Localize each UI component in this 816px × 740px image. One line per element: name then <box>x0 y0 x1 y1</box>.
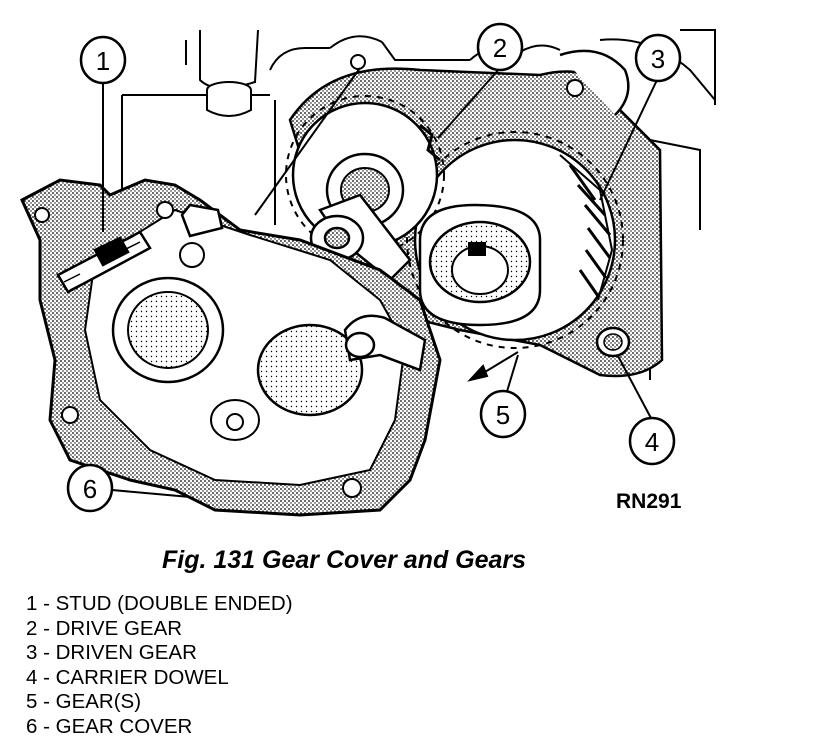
cover-lug <box>343 314 427 372</box>
gear-arrow <box>467 351 519 382</box>
legend-item: 6 - GEAR COVER <box>26 715 293 740</box>
legend-number: 4 <box>26 665 38 689</box>
callout-2: 2 <box>476 22 524 72</box>
legend-separator: - <box>37 665 56 689</box>
leader-line-6 <box>111 489 191 498</box>
svg-text:3: 3 <box>651 44 665 74</box>
callout-4: 4 <box>628 416 676 466</box>
leader-line-3 <box>599 79 658 201</box>
leader-line-2 <box>437 67 501 139</box>
svg-text:5: 5 <box>496 400 510 430</box>
legend-label: GEAR COVER <box>55 714 193 738</box>
legend-label: GEAR(S) <box>55 690 142 714</box>
legend-item: 4 - CARRIER DOWEL <box>26 666 293 691</box>
callout-1: 1 <box>79 35 127 85</box>
double-ended-stud <box>56 230 152 294</box>
figure-caption: Fig. 131 Gear Cover and Gears <box>162 546 527 574</box>
callout-6: 6 <box>66 463 114 513</box>
leader-line-7 <box>254 67 361 216</box>
legend-number: 2 <box>26 616 38 640</box>
legend-number: 6 <box>26 714 38 738</box>
legend-item: 2 - DRIVE GEAR <box>26 617 293 642</box>
gear-cover-illustration: 1 2 3 4 5 6 <box>20 22 716 517</box>
svg-text:6: 6 <box>83 474 97 504</box>
leader-line-4 <box>617 355 653 421</box>
callout-5: 5 <box>479 389 527 439</box>
legend-separator: - <box>37 616 56 640</box>
legend-separator: - <box>37 641 56 665</box>
legend-separator: - <box>37 592 56 615</box>
legend-item: 3 - DRIVEN GEAR <box>26 641 293 666</box>
legend-label: DRIVEN GEAR <box>55 641 197 665</box>
engine-bolt <box>206 81 252 117</box>
legend-label: CARRIER DOWEL <box>55 665 229 689</box>
svg-text:4: 4 <box>645 427 659 457</box>
legend-number: 5 <box>26 690 38 714</box>
callout-3: 3 <box>634 33 682 83</box>
legend-label: DRIVE GEAR <box>55 616 183 640</box>
legend-separator: - <box>37 690 56 714</box>
figure-code: RN291 <box>616 490 682 513</box>
legend-item: 5 - GEAR(S) <box>26 690 293 715</box>
legend-number: 3 <box>26 641 38 665</box>
driven-gear-hub <box>418 203 542 327</box>
carrier-arm <box>309 193 412 282</box>
legend: 1 - STUD (DOUBLE ENDED) 2 - DRIVE GEAR 3… <box>26 592 293 740</box>
svg-text:2: 2 <box>493 33 507 63</box>
leader-lines <box>102 67 658 498</box>
cover-openings <box>34 201 364 498</box>
legend-number: 1 <box>26 592 38 615</box>
svg-text:1: 1 <box>96 46 110 76</box>
cover-tab <box>180 203 224 238</box>
legend-item: 1 - STUD (DOUBLE ENDED) <box>26 592 293 617</box>
carrier-dowel <box>595 326 631 358</box>
legend-label: STUD (DOUBLE ENDED) <box>55 592 293 615</box>
legend-separator: - <box>37 714 56 738</box>
